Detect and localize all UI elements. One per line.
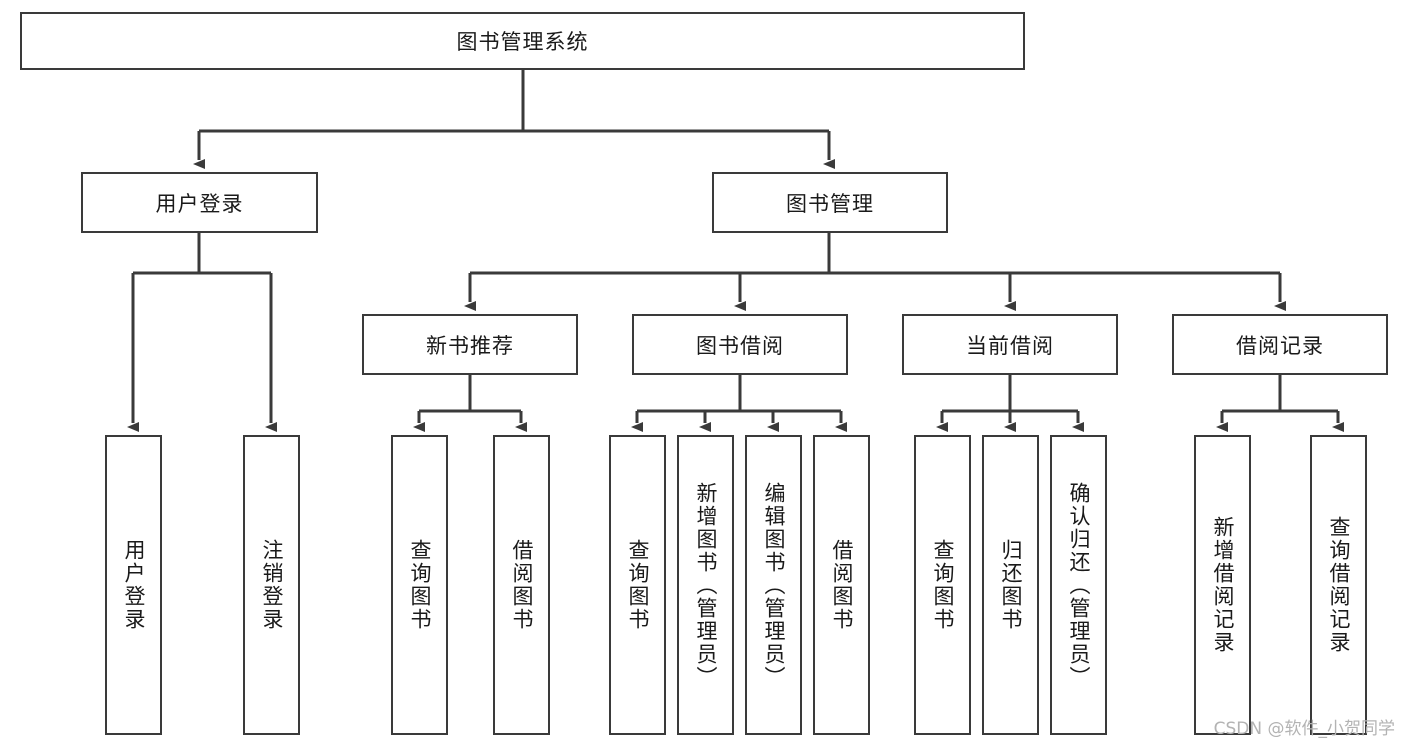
node-leaf-query-book-1[interactable]: 查询图书: [391, 435, 448, 735]
node-leaf-query-book-1-label: 查询图书: [408, 539, 432, 631]
node-book-borrow-label: 图书借阅: [696, 333, 784, 358]
node-leaf-add-book[interactable]: 新增图书（管理员）: [677, 435, 734, 735]
node-leaf-query-book-3[interactable]: 查询图书: [914, 435, 971, 735]
node-leaf-user-login-label: 用户登录: [122, 539, 146, 631]
node-leaf-borrow-book-2-label: 借阅图书: [830, 539, 854, 631]
node-leaf-borrow-book-2[interactable]: 借阅图书: [813, 435, 870, 735]
node-leaf-user-logout-label: 注销登录: [260, 539, 284, 631]
node-root-label: 图书管理系统: [456, 30, 589, 54]
node-leaf-query-book-3-label: 查询图书: [931, 539, 955, 631]
node-leaf-return-book[interactable]: 归还图书: [982, 435, 1039, 735]
node-current-borrow[interactable]: 当前借阅: [902, 314, 1118, 375]
node-user-login[interactable]: 用户登录: [81, 172, 318, 233]
node-leaf-user-login[interactable]: 用户登录: [105, 435, 162, 735]
node-book-borrow[interactable]: 图书借阅: [632, 314, 848, 375]
node-leaf-add-record-label: 新增借阅记录: [1211, 516, 1235, 654]
node-leaf-query-record-label: 查询借阅记录: [1327, 516, 1351, 654]
node-new-book-rec[interactable]: 新书推荐: [362, 314, 578, 375]
node-leaf-edit-book-label: 编辑图书（管理员）: [762, 481, 786, 689]
node-leaf-edit-book[interactable]: 编辑图书（管理员）: [745, 435, 802, 735]
node-book-manage-label: 图书管理: [786, 191, 874, 216]
node-leaf-query-record[interactable]: 查询借阅记录: [1310, 435, 1367, 735]
node-new-book-rec-label: 新书推荐: [426, 333, 514, 358]
node-book-manage[interactable]: 图书管理: [712, 172, 948, 233]
node-leaf-add-record[interactable]: 新增借阅记录: [1194, 435, 1251, 735]
node-current-borrow-label: 当前借阅: [966, 333, 1054, 358]
node-leaf-borrow-book-1[interactable]: 借阅图书: [493, 435, 550, 735]
node-root[interactable]: 图书管理系统: [20, 12, 1025, 70]
node-leaf-query-book-2-label: 查询图书: [626, 539, 650, 631]
node-leaf-confirm-return-label: 确认归还（管理员）: [1067, 481, 1091, 689]
node-leaf-return-book-label: 归还图书: [999, 539, 1023, 631]
csdn-watermark: CSDN @软件_小贺同学: [1213, 719, 1395, 739]
node-leaf-confirm-return[interactable]: 确认归还（管理员）: [1050, 435, 1107, 735]
node-leaf-add-book-label: 新增图书（管理员）: [694, 481, 718, 689]
node-borrow-record[interactable]: 借阅记录: [1172, 314, 1388, 375]
node-leaf-query-book-2[interactable]: 查询图书: [609, 435, 666, 735]
node-user-login-label: 用户登录: [155, 191, 244, 216]
node-leaf-user-logout[interactable]: 注销登录: [243, 435, 300, 735]
node-leaf-borrow-book-1-label: 借阅图书: [510, 539, 534, 631]
node-borrow-record-label: 借阅记录: [1236, 333, 1324, 358]
